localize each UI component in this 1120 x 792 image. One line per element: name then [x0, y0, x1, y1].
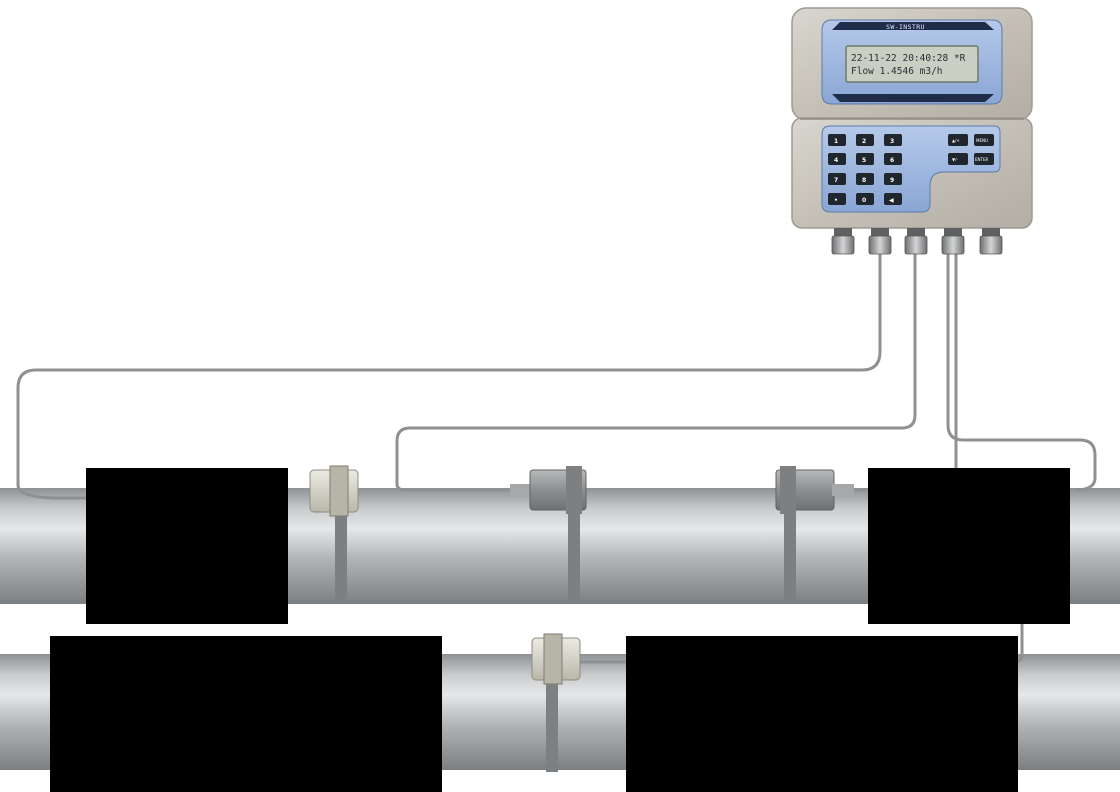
key-down[interactable]: ▼/- [948, 153, 968, 165]
lcd-line-2: Flow 1.4546 m3/h [851, 66, 943, 77]
cable-mid-a [395, 250, 917, 492]
svg-text:2: 2 [862, 138, 866, 145]
key-enter[interactable]: ENTER [974, 153, 994, 165]
flowmeter-unit: SW-INSTRU Ultrasonic flowmeter 22-11-22 … [791, 7, 1033, 255]
svg-text:3: 3 [890, 138, 894, 145]
key-menu[interactable]: MENU [974, 134, 994, 146]
svg-text:4: 4 [834, 157, 838, 164]
key-4[interactable]: 4 [828, 153, 846, 165]
cable-gland-icon [904, 228, 928, 255]
key-9[interactable]: 9 [884, 173, 902, 185]
svg-text:•: • [834, 197, 838, 204]
key-2[interactable]: 2 [856, 134, 874, 146]
transducer-mid-right [775, 466, 854, 514]
svg-text:8: 8 [862, 177, 866, 184]
cable-gland-icon [941, 228, 965, 255]
svg-text:0: 0 [862, 197, 866, 204]
cable-glands [831, 228, 1003, 255]
lcd-screen [845, 45, 979, 83]
cable-upstream [16, 250, 882, 500]
key-back[interactable]: ◀ [884, 193, 902, 205]
key-1[interactable]: 1 [828, 134, 846, 146]
redaction-box-upper-left [86, 468, 288, 624]
transducer-mid-left [510, 466, 587, 514]
brand-logo: SW-INSTRU [886, 23, 925, 31]
redaction-boxes [50, 468, 1070, 792]
svg-text:ENTER: ENTER [975, 157, 988, 162]
svg-text:6: 6 [890, 157, 894, 164]
svg-text:7: 7 [834, 177, 838, 184]
transducer-left-cream [309, 465, 359, 517]
cable-gland-icon [831, 228, 855, 255]
svg-text:▼/-: ▼/- [952, 157, 958, 162]
lcd-line-1: 22-11-22 20:40:28 *R [851, 53, 966, 64]
numeric-keys: 1 2 3 4 5 6 7 8 9 • 0 ◀ [828, 134, 902, 205]
svg-text:9: 9 [890, 177, 894, 184]
device-subtitle: Ultrasonic flowmeter [888, 95, 943, 101]
svg-text:◀: ◀ [889, 197, 894, 204]
key-7[interactable]: 7 [828, 173, 846, 185]
clamp-strap-icon [568, 486, 580, 604]
clamp-strap-icon [784, 486, 796, 604]
cable-gland-icon [979, 228, 1003, 255]
redaction-box-lower-right [626, 636, 1018, 792]
keypad-panel [821, 125, 1001, 213]
cable-mid-b [946, 250, 1097, 492]
redaction-box-lower-left [50, 636, 442, 792]
cable-gland-icon [868, 228, 892, 255]
key-dot[interactable]: • [828, 193, 846, 205]
svg-text:5: 5 [862, 157, 866, 164]
svg-text:1: 1 [834, 138, 838, 145]
key-0[interactable]: 0 [856, 193, 874, 205]
key-8[interactable]: 8 [856, 173, 874, 185]
transducer-lower-cream [531, 633, 581, 685]
key-6[interactable]: 6 [884, 153, 902, 165]
key-5[interactable]: 5 [856, 153, 874, 165]
key-up[interactable]: ▲/+ [948, 134, 968, 146]
redaction-box-upper-right [868, 468, 1070, 624]
key-3[interactable]: 3 [884, 134, 902, 146]
svg-text:MENU: MENU [976, 138, 988, 143]
svg-text:▲/+: ▲/+ [952, 138, 960, 143]
